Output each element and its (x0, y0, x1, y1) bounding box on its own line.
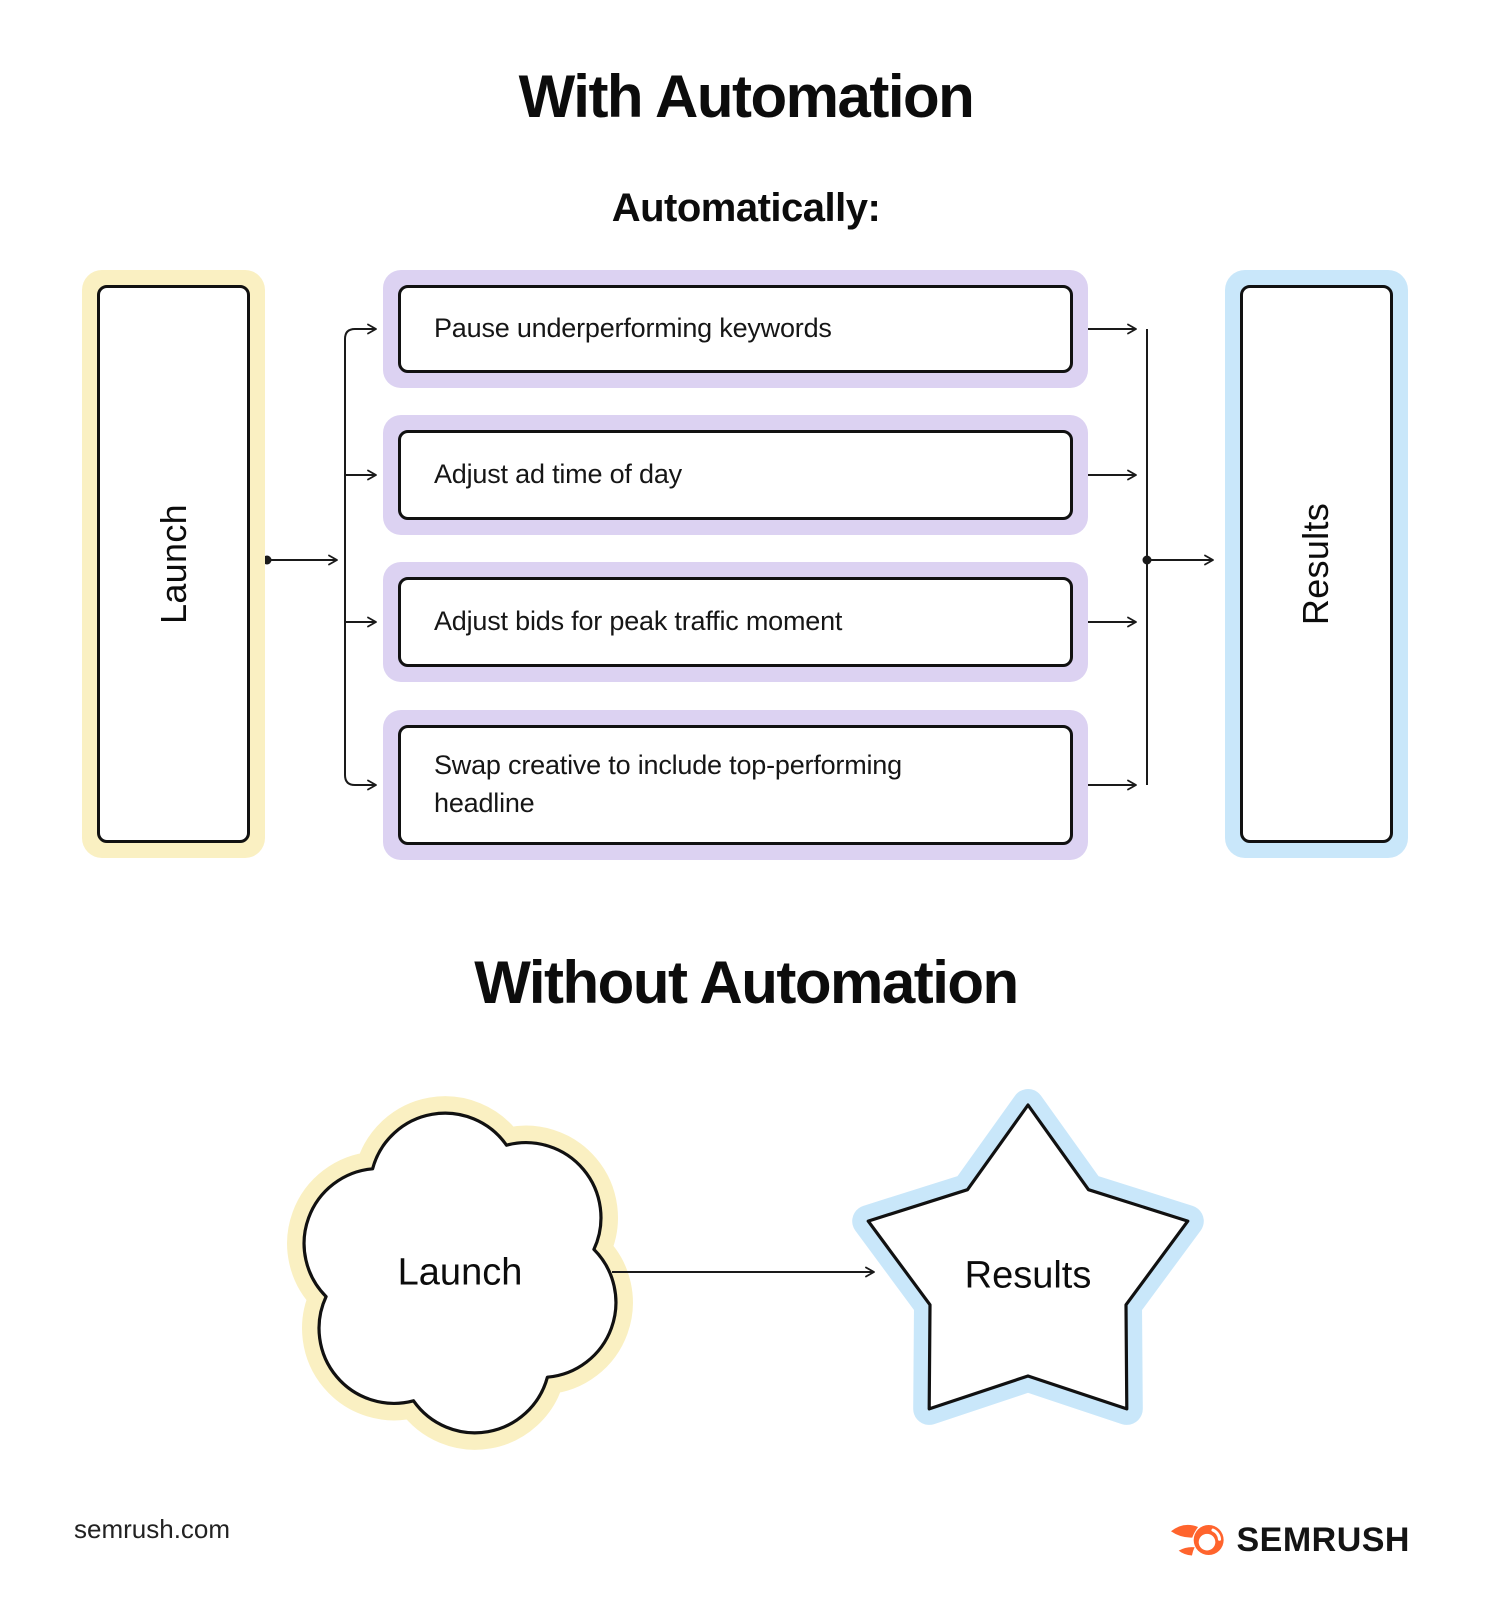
launch-node: Launch (82, 270, 265, 858)
action-box: Adjust ad time of day (398, 430, 1073, 520)
semrush-flame-icon (1171, 1524, 1225, 1556)
results-node-box: Results (1240, 285, 1393, 843)
action-box: Swap creative to include top-performing … (398, 725, 1073, 845)
manual-launch-label: Launch (397, 1251, 523, 1294)
action-row-adjust-time: Adjust ad time of day (383, 415, 1088, 535)
action-label: Adjust bids for peak traffic moment (434, 606, 843, 637)
section-title-with-automation: With Automation (518, 63, 975, 130)
source-website: semrush.com (74, 1514, 231, 1544)
junction-dot (1142, 555, 1152, 565)
action-label: Pause underperforming keywords (434, 313, 832, 344)
results-node-label: Results (1295, 502, 1337, 626)
semrush-logo: SEMRUSH (1170, 1518, 1410, 1562)
section-title-without-automation: Without Automation (474, 949, 1019, 1016)
branch-arrow-1 (344, 323, 377, 340)
action-label: Adjust ad time of day (434, 459, 682, 490)
branch-arrow-4 (344, 774, 377, 791)
launch-node-box: Launch (97, 285, 250, 843)
actions-to-results-connector (1088, 323, 1214, 791)
launch-node-label: Launch (152, 504, 194, 624)
action-box: Pause underperforming keywords (398, 285, 1073, 373)
section-subtitle: Automatically: (611, 186, 881, 230)
action-box: Adjust bids for peak traffic moment (398, 577, 1073, 667)
action-row-swap-creative: Swap creative to include top-performing … (383, 710, 1088, 860)
action-row-adjust-bids: Adjust bids for peak traffic moment (383, 562, 1088, 682)
action-label: Swap creative to include top-performing … (434, 750, 902, 818)
action-row-pause-keywords: Pause underperforming keywords (383, 270, 1088, 388)
results-node: Results (1225, 270, 1408, 858)
launch-to-actions-connector (262, 323, 377, 791)
semrush-wordmark: SEMRUSH (1236, 1520, 1410, 1559)
manual-results-label: Results (964, 1254, 1092, 1297)
